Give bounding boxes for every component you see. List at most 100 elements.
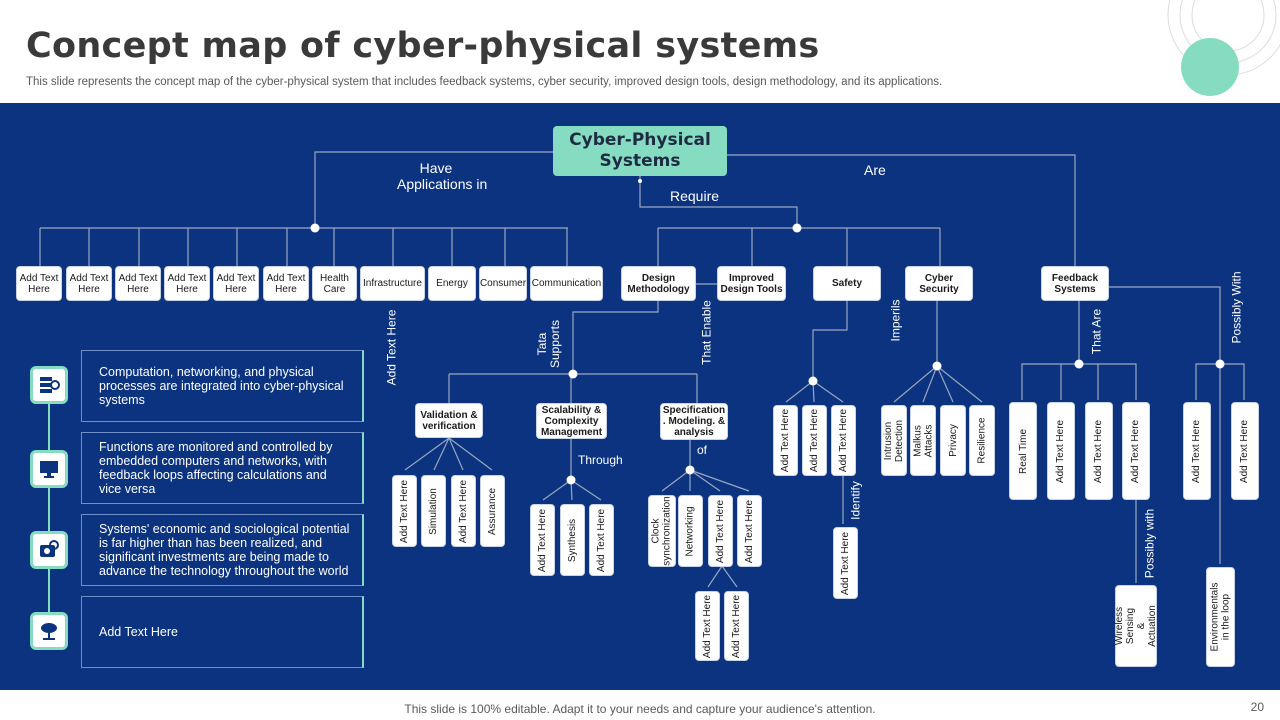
specification-child: Clock synchronization [648, 495, 676, 567]
scalability-child: Add Text Here [530, 504, 555, 576]
page-subtitle: This slide represents the concept map of… [26, 76, 943, 88]
security-child-text: Malkus Attacks [912, 424, 935, 457]
feedback-possibly-child-text: Add Text Here [1191, 419, 1203, 483]
security-child-text: Privacy [947, 424, 959, 457]
specification-child: Add Text Here [708, 495, 733, 567]
safety-identify-child: Add Text Here [833, 527, 858, 599]
node-wireless-sensing-text: Wireless Sensing & Actuation [1114, 605, 1158, 647]
cloud-settings-icon [30, 531, 68, 569]
security-child: Intrusion Detection [881, 405, 907, 476]
scalability-child-text: Synthesis [567, 518, 579, 562]
scalability-child: Synthesis [560, 504, 585, 576]
label-have-line-2: Applications in [397, 176, 488, 192]
validation-child: Simulation [421, 475, 446, 547]
feedback-child-text: Add Text Here [1093, 419, 1105, 483]
validation-child-text: Simulation [428, 487, 440, 535]
node-environmentals-text: Environmentals in the loop [1209, 582, 1232, 652]
node-cyber-security: Cyber Security [905, 266, 973, 301]
feedback-child-text: Add Text Here [1055, 419, 1067, 483]
application-node: Add Text Here [263, 266, 309, 301]
safety-child: Add Text Here [802, 405, 827, 476]
page-title: Concept map of cyber-physical systems [26, 26, 820, 66]
security-child-text: Resilience [976, 417, 988, 464]
safety-identify-child-text: Add Text Here [840, 531, 851, 595]
application-node: Consumer [479, 266, 527, 301]
label-identify: Identify [848, 481, 863, 520]
application-node: Infrastructure [360, 266, 425, 301]
feedback-possibly-child: Add Text Here [1231, 402, 1259, 500]
application-node: Add Text Here [164, 266, 210, 301]
label-possibly-with-1: Possibly With [1229, 271, 1244, 344]
application-node: Add Text Here [66, 266, 112, 301]
node-scalability: Scalability & Complexity Management [536, 403, 607, 439]
label-possibly-with-2: Possibly with [1142, 508, 1157, 579]
root-line-1: Cyber-Physical [569, 130, 711, 150]
root-line-2: Systems [599, 151, 681, 171]
node-improved-design-tools: Improved Design Tools [717, 266, 786, 301]
security-child-text: Intrusion Detection [883, 419, 905, 462]
label-are: Are [864, 162, 886, 178]
server-gear-icon [30, 366, 68, 404]
validation-child-text: Assurance [487, 487, 498, 535]
validation-child-text: Add Text Here [458, 479, 469, 543]
security-child: Malkus Attacks [910, 405, 936, 476]
cloud-network-icon [30, 612, 68, 650]
application-node: Communication [530, 266, 603, 301]
feedback-child-text: Real Time [1017, 428, 1029, 474]
specification-subchild-text: Add Text Here [731, 594, 742, 658]
specification-child: Add Text Here [737, 495, 762, 567]
feedback-possibly-child: Add Text Here [1183, 402, 1211, 500]
label-tata-supports: Tata Supports [535, 319, 562, 369]
specification-subchild: Add Text Here [695, 591, 720, 661]
security-child: Privacy [940, 405, 966, 476]
label-add-text-vertical: Add Text Here [384, 309, 399, 386]
label-tata-line-2: Supports [548, 319, 562, 369]
safety-child: Add Text Here [831, 405, 856, 476]
page-number: 20 [1250, 700, 1264, 714]
label-that-are: That Are [1089, 308, 1104, 355]
scalability-child-text: Add Text Here [537, 508, 548, 572]
application-node: Energy [428, 266, 476, 301]
node-design-methodology: Design Methodology [621, 266, 696, 301]
feedback-child: Add Text Here [1047, 402, 1075, 500]
feedback-child: Add Text Here [1122, 402, 1150, 500]
specification-subchild: Add Text Here [724, 591, 749, 661]
info-box: Computation, networking, and physical pr… [81, 350, 364, 422]
feedback-child-text: Add Text Here [1130, 419, 1142, 483]
specification-subchild-text: Add Text Here [702, 594, 713, 658]
info-box: Functions are monitored and controlled b… [81, 432, 364, 504]
validation-child: Add Text Here [451, 475, 476, 547]
specification-child-text: Add Text Here [715, 499, 726, 563]
node-specification: Specification . Modeling. & analysis [660, 403, 728, 440]
specification-child: Networking [678, 495, 703, 567]
feedback-child: Real Time [1009, 402, 1037, 500]
info-timeline-line [48, 385, 50, 633]
safety-child-text: Add Text Here [838, 408, 849, 473]
validation-child: Assurance [480, 475, 505, 547]
feedback-child: Add Text Here [1085, 402, 1113, 500]
safety-child: Add Text Here [773, 405, 798, 476]
decorative-circles-icon [1167, 0, 1280, 96]
validation-child: Add Text Here [392, 475, 417, 547]
monitor-icon [30, 450, 68, 488]
node-wireless-sensing: Wireless Sensing & Actuation [1114, 585, 1158, 667]
node-environmentals: Environmentals in the loop [1206, 567, 1235, 667]
label-of: of [697, 443, 708, 457]
application-node: Health Care [312, 266, 357, 301]
label-have: Have Applications in [397, 160, 487, 192]
label-have-line-1: Have [419, 160, 453, 176]
application-node: Add Text Here [16, 266, 62, 301]
node-safety: Safety [813, 266, 881, 301]
label-through: Through [578, 453, 623, 467]
label-imperils: Imperils [888, 299, 903, 342]
safety-child-text: Add Text Here [809, 408, 820, 473]
validation-child-text: Add Text Here [399, 479, 410, 543]
scalability-child: Add Text Here [589, 504, 614, 576]
info-box: Add Text Here [81, 596, 364, 668]
label-tata-line-1: Tata [535, 332, 549, 356]
application-node: Add Text Here [115, 266, 161, 301]
label-that-enable: That Enable [699, 300, 714, 365]
security-child: Resilience [969, 405, 995, 476]
safety-child-text: Add Text Here [780, 408, 791, 473]
specification-child-text: Add Text Here [744, 499, 755, 563]
